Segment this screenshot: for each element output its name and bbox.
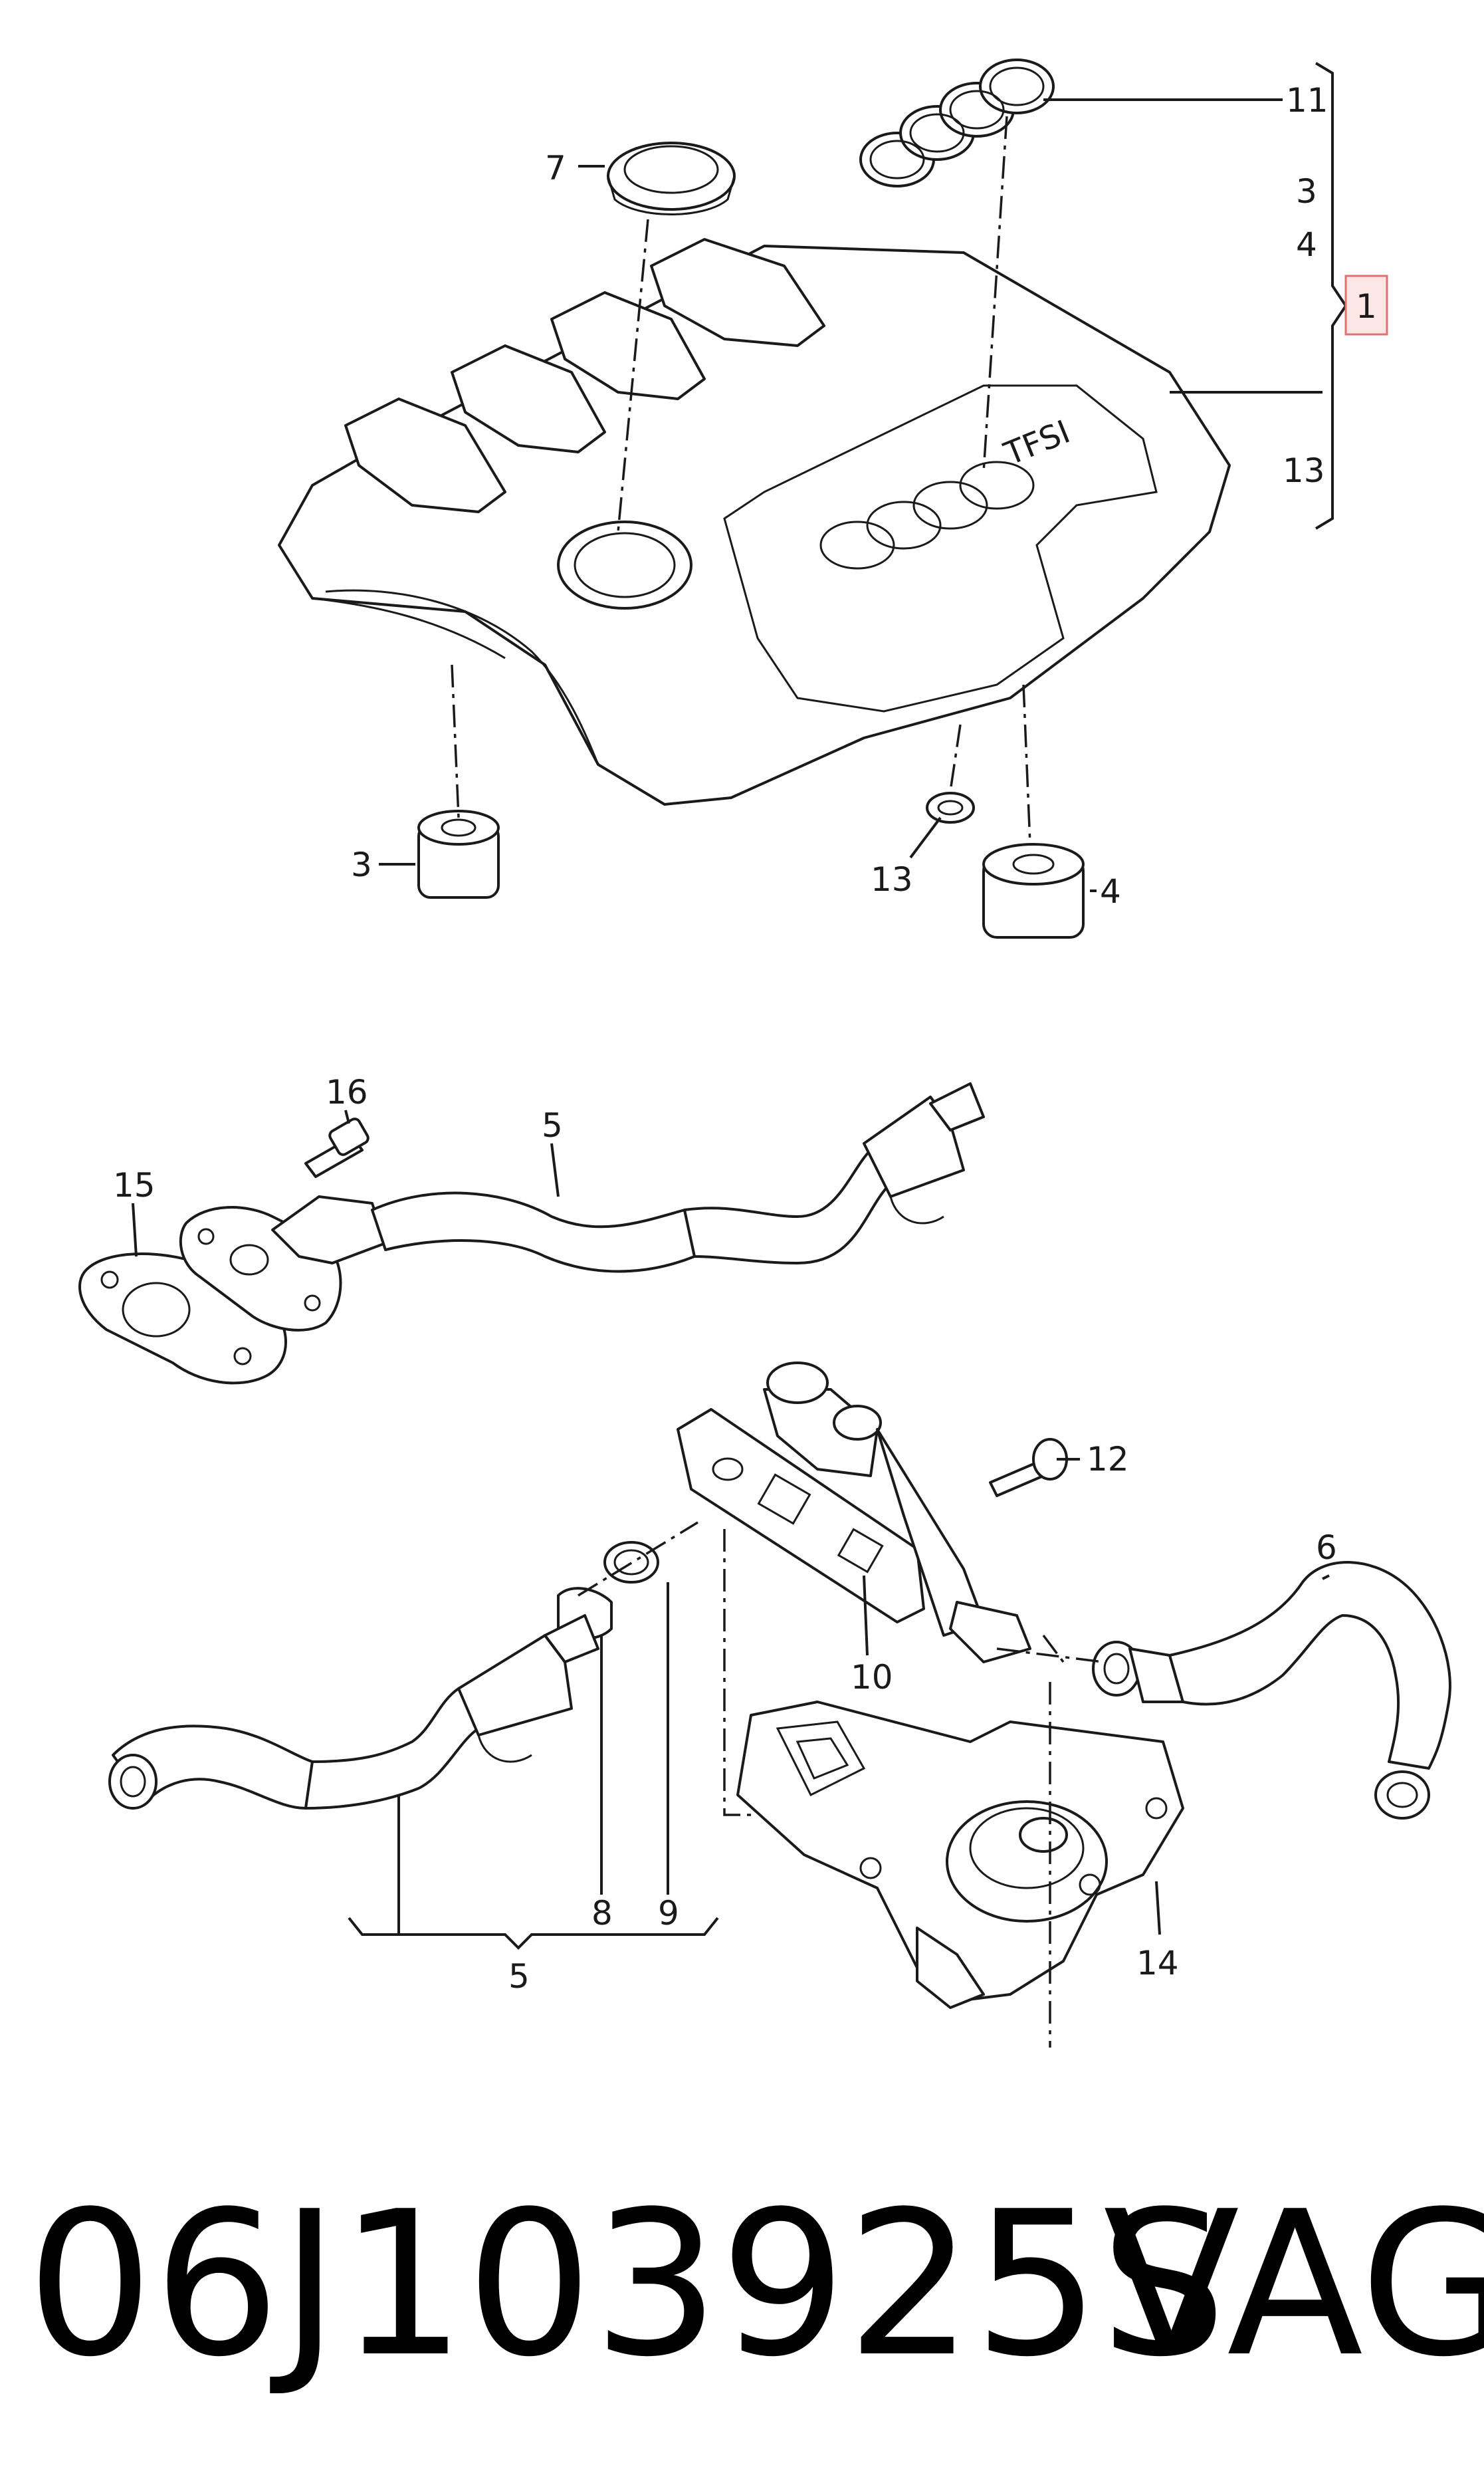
callout-7: 7 xyxy=(545,149,566,187)
callout-3: 3 xyxy=(351,846,372,884)
callout-12: 12 xyxy=(1087,1440,1129,1479)
cover-rings-emblem xyxy=(819,461,1035,570)
connector-body xyxy=(763,1361,1031,1663)
oil-filler-cap xyxy=(607,142,736,215)
callout-10: 10 xyxy=(851,1658,893,1697)
callout-11: 11 xyxy=(1286,81,1328,120)
hose-5-lower xyxy=(108,1614,599,1810)
grommet-13 xyxy=(926,792,975,824)
valve-housing-14 xyxy=(736,1701,1184,2009)
rubber-mount-3 xyxy=(417,810,500,899)
oil-filler-opening xyxy=(557,521,692,610)
callout-3-list: 3 xyxy=(1296,172,1317,211)
callout-14: 14 xyxy=(1136,1944,1179,1982)
bolt-12 xyxy=(989,1438,1068,1497)
callout-9: 9 xyxy=(658,1894,679,1933)
brand-label: VAG xyxy=(1103,2169,1484,2401)
flange-10 xyxy=(677,1408,925,1623)
hose-5-upper xyxy=(271,1082,985,1273)
bolt-16 xyxy=(304,1118,370,1178)
cover-ribs xyxy=(344,238,825,513)
callout-1: 1 xyxy=(1356,287,1377,326)
engine-cover: TFSI xyxy=(278,238,1231,806)
hose-6 xyxy=(1092,1561,1451,1820)
callout-13-list: 13 xyxy=(1283,451,1325,490)
callout-16: 16 xyxy=(326,1073,368,1112)
rings-emblem-part xyxy=(859,59,1055,187)
callout-4: 4 xyxy=(1100,872,1121,911)
part-number: 06J103925S xyxy=(27,2169,1227,2401)
callout-4-list: 4 xyxy=(1296,225,1317,264)
rubber-mount-4 xyxy=(982,843,1085,939)
highlight-box-1 xyxy=(1344,275,1388,336)
callout-13: 13 xyxy=(871,860,913,899)
callout-6: 6 xyxy=(1316,1528,1337,1567)
callout-5-lower: 5 xyxy=(508,1957,530,1996)
callout-8: 8 xyxy=(591,1894,613,1933)
callout-5-upper: 5 xyxy=(542,1106,563,1145)
o-ring-9 xyxy=(603,1541,659,1584)
callout-15: 15 xyxy=(113,1166,156,1205)
